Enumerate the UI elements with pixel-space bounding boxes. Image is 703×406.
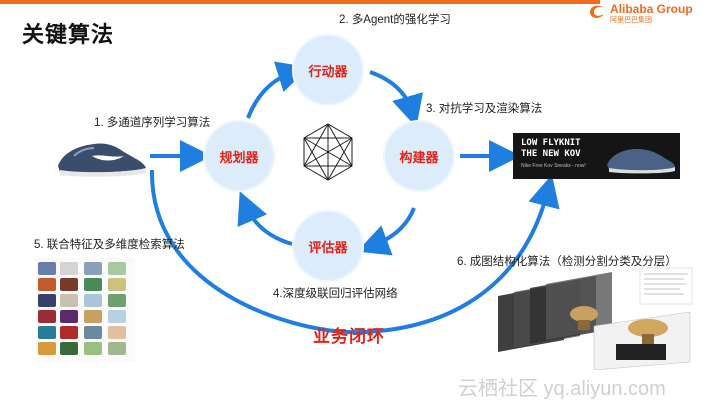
arrow-planner-to-action — [246, 61, 310, 119]
arrow-builder-to-evaluator — [357, 207, 416, 256]
caption-5: 5. 联合特征及多维度检索算法 — [34, 239, 185, 251]
business-loop-arrow — [149, 169, 560, 335]
node-planner: 规划器 — [203, 120, 275, 192]
banner-line-3: Nike Free Kov Sneaks - now! — [521, 163, 586, 169]
banner-line-2: THE NEW KOV — [521, 149, 581, 159]
logo-sub-text: 阿里巴巴集团 — [610, 17, 652, 24]
node-builder: 构建器 — [383, 120, 455, 192]
node-builder-label: 构建器 — [399, 149, 439, 165]
node-evaluator: 评估器 — [292, 210, 364, 282]
slide-title: 关键算法 — [22, 22, 115, 47]
sneaker-image — [58, 143, 146, 177]
arrow-evaluator-to-planner — [237, 191, 293, 246]
caption-4: 4.深度级联回归评估网络 — [273, 288, 398, 300]
alibaba-logo-icon — [590, 5, 604, 18]
banner-line-1: LOW FLYKNIT — [521, 138, 581, 148]
logo-brand-text: Alibaba Group — [610, 2, 693, 16]
arrow-action-to-builder — [369, 70, 423, 128]
alibaba-logo: Alibaba Group 阿里巴巴集团 — [588, 2, 700, 24]
caption-6: 6. 成图结构化算法（检测分割分类及分层） — [457, 256, 677, 268]
caption-3: 3. 对抗学习及渲染算法 — [426, 103, 543, 115]
watermark-text: 云栖社区 yq.aliyun.com — [458, 378, 666, 400]
layered-structure-image — [498, 267, 693, 370]
business-loop-label: 业务闭环 — [313, 327, 385, 346]
top-accent-bar — [0, 0, 600, 4]
caption-2: 2. 多Agent的强化学习 — [339, 14, 451, 26]
node-evaluator-label: 评估器 — [308, 239, 348, 255]
node-action-label: 行动器 — [308, 63, 348, 79]
banner-sneaker-image — [607, 149, 675, 174]
generated-banner-image: LOW FLYKNIT THE NEW KOV Nike Free Kov Sn… — [513, 133, 680, 179]
network-star-icon — [303, 123, 353, 181]
caption-1: 1. 多通道序列学习算法 — [94, 117, 211, 129]
retrieval-results-grid — [36, 258, 134, 362]
node-planner-label: 规划器 — [219, 149, 259, 165]
node-action: 行动器 — [292, 34, 364, 106]
